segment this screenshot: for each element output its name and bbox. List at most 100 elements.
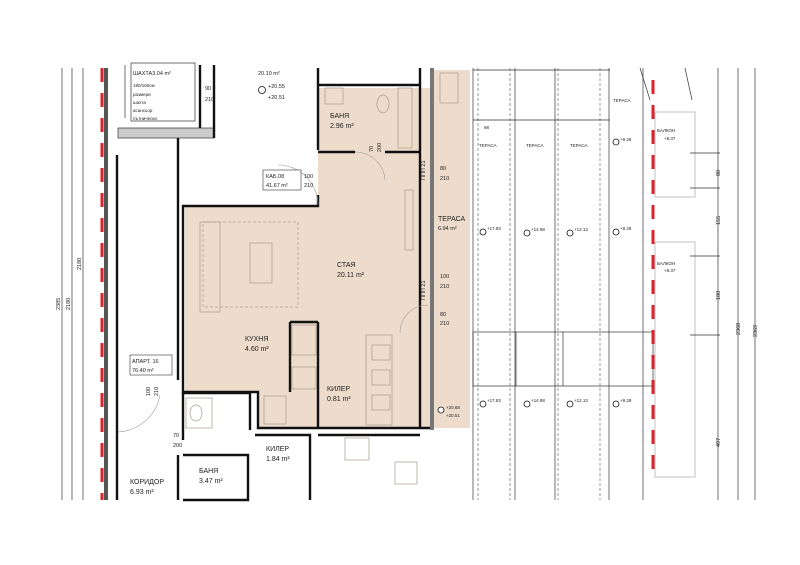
apt16-bath-area: 3.47 m² [199, 478, 223, 485]
terrace-level-2: +20.51 [446, 413, 460, 418]
terrace-door-2-width: 100 [440, 274, 449, 280]
shaft-line: пътнически [133, 116, 157, 121]
terrace-level-1: +20.68 [446, 405, 460, 410]
shaft-title: ШАХТА3.04 m² [133, 71, 171, 77]
lower-terrace-label: ТЕРАСА [613, 98, 631, 103]
apt16-door-width: 100 [146, 387, 152, 396]
kitchen-name: КУХНЯ [245, 336, 268, 343]
window-tag: ППП 21 [421, 280, 427, 300]
entry-door-height: 210 [304, 183, 313, 189]
left-dimensions: 2385 2180 2180 [56, 68, 84, 500]
apt16-corridor-area: 6.93 m² [130, 489, 154, 496]
unit-label-box [262, 169, 302, 191]
balcony-name: БАЛКОН [657, 261, 675, 266]
lower-terrace-top-level: +9.28 [620, 137, 632, 142]
level-marker-icon [479, 228, 487, 236]
unit-area: 41.67 m² [266, 183, 288, 189]
bath-door-height: 200 [377, 143, 383, 152]
level-marker-icon [612, 400, 620, 408]
dim-80: 80 [716, 170, 722, 176]
unit-kab08-fill [185, 70, 470, 428]
hatched-wall [117, 127, 215, 139]
apt16-area: 76.40 m² [132, 368, 154, 374]
shaft-door-height: 210 [205, 97, 214, 103]
door-swing [354, 151, 386, 181]
apt16-door-height: 210 [154, 387, 160, 396]
dim-2368: 2368 [736, 323, 742, 335]
level-marker-icon [523, 400, 531, 408]
level-17-83: +17.83 [487, 398, 501, 403]
window-tag: ППП 21 [421, 160, 427, 180]
door-swing [399, 304, 429, 334]
bath-door-width: 70 [369, 146, 375, 152]
kitchen-area: 4.60 m² [245, 346, 269, 353]
landing-area: 20.10 m² [258, 71, 280, 77]
apt16-corridor-name: КОРИДОР [130, 479, 164, 486]
level-marker-icon [479, 400, 487, 408]
balcony-level: +8.37 [664, 136, 676, 141]
shaft-line: размери [133, 92, 151, 97]
bath-name: БАНЯ [330, 113, 349, 120]
dim-2180-a: 2180 [66, 298, 72, 310]
terrace-door-3-width: 80 [440, 312, 446, 318]
balcony-outline [654, 111, 696, 198]
shaft-line: асансьор [133, 108, 153, 113]
landing-level-2: +20.51 [268, 95, 285, 101]
level-14-98: +14.98 [531, 227, 545, 232]
dim-497: 497 [716, 438, 722, 447]
shaft-line: 190/160см [133, 83, 155, 88]
apt16-name: АПАРТ. 16 [132, 359, 159, 365]
closet-area: 0.81 m² [327, 396, 351, 403]
level-marker-icon [258, 86, 266, 94]
level-9-28: +9.28 [620, 226, 632, 231]
dim-2385: 2385 [56, 298, 62, 310]
lower-terraces [472, 67, 693, 500]
elevator-shaft: ШАХТА3.04 m² 190/160см размери шахта аса… [124, 62, 196, 122]
outer-wall-left [104, 68, 108, 500]
right-dimensions [690, 68, 756, 500]
level-marker-icon [523, 229, 531, 237]
level-12-13: +12.13 [574, 398, 588, 403]
dim-2369: 2369 [753, 325, 759, 337]
closet-name: КИЛЕР [327, 386, 350, 393]
level-9-28: +9.28 [620, 398, 632, 403]
level-marker-icon [566, 400, 574, 408]
entry-door-width: 100 [304, 174, 313, 180]
terrace-name: ТЕРАСА [438, 216, 466, 223]
level-17-83: +17.83 [487, 226, 501, 231]
level-marker-icon [612, 138, 620, 146]
apt16-bath-door-width: 70 [173, 433, 179, 439]
balcony-name: БАЛКОН [657, 128, 675, 133]
landing-level-1: +20.55 [268, 84, 285, 90]
apt16-label-box [129, 354, 173, 376]
terrace-door-3-height: 210 [440, 321, 449, 327]
level-marker-icon [566, 229, 574, 237]
apartment-16 [115, 138, 420, 502]
dim-155: 155 [716, 216, 722, 225]
lower-terrace-label: ТЕРАСА [570, 143, 588, 148]
dim-180: 180 [716, 291, 722, 300]
terrace-door-2-height: 210 [440, 284, 449, 290]
apt16-bath-door-height: 200 [173, 443, 182, 449]
level-markers [479, 138, 620, 408]
shaft-line: шахта [133, 100, 146, 105]
room-area: 20.11 m² [337, 272, 365, 279]
apt16-closet-area: 1.84 m² [266, 456, 290, 463]
bath-area: 2.96 m² [330, 123, 354, 130]
apt16-bath-name: БАНЯ [199, 468, 218, 475]
furniture [199, 72, 459, 426]
shaft-door-width: 90 [205, 86, 211, 92]
level-12-13: +12.13 [574, 227, 588, 232]
level-marker-icon [437, 406, 445, 414]
door-swing [277, 164, 319, 206]
apt16-closet-name: КИЛЕР [266, 446, 289, 453]
lower-terrace-dim: 98 [484, 125, 490, 130]
lower-terrace-label: ТЕРАСА [479, 143, 497, 148]
balcony-level: +8.37 [664, 268, 676, 273]
terrace-door-1-height: 210 [440, 176, 449, 182]
unit-name: КАБ.08 [266, 174, 284, 180]
lower-terrace-label: ТЕРАСА [526, 143, 544, 148]
unit-walls [181, 68, 434, 430]
terrace-area: 6.94 m² [438, 226, 457, 232]
